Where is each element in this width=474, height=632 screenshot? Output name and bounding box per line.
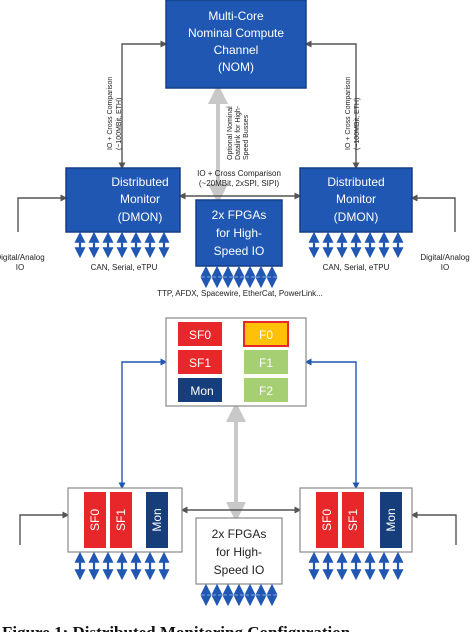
chip-sf0-right-label: SF0 <box>320 509 334 531</box>
right-digital-io-link <box>410 194 456 232</box>
top-fpga-io-arrows <box>200 265 278 289</box>
bottom-center-to-right-link <box>304 358 360 490</box>
nom-to-right-dmon-link <box>304 40 360 170</box>
chip-f1-center-label: F1 <box>259 356 273 370</box>
left-digital-io-label-line1: Digital/Analog <box>0 253 45 262</box>
chip-sf0-left-label: SF0 <box>88 509 102 531</box>
nom-line4: (NOM) <box>218 60 254 74</box>
bottom-fpga-line3: Speed IO <box>214 563 265 577</box>
left-dmon-line2: Monitor <box>120 192 160 206</box>
nom-line1: Multi-Core <box>208 9 264 23</box>
datalink-label-line2: Datalink for High- <box>235 105 242 160</box>
top-fpga-line1: 2x FPGAs <box>212 208 267 222</box>
bottom-right-io-link <box>410 511 457 545</box>
nom-line3: Channel <box>214 43 259 57</box>
chip-sf1-right: SF1 <box>342 492 364 548</box>
right-dmon-line1: Distributed <box>327 175 384 189</box>
bottom-center-to-left-link <box>118 358 168 490</box>
left-dmon-line1: Distributed <box>111 175 168 189</box>
right-dmon-io-arrows <box>308 231 404 259</box>
chip-mon-left: Mon <box>146 492 168 548</box>
bottom-fpga-line1: 2x FPGAs <box>212 527 267 541</box>
mid-link-label-line1: IO + Cross Comparison <box>197 169 281 178</box>
chip-sf1-center: SF1 <box>178 350 222 374</box>
chip-sf1-center-label: SF1 <box>189 356 211 370</box>
chip-mon-center: Mon <box>178 378 222 402</box>
left-link-label-line1: IO + Cross Comparison <box>107 77 114 150</box>
right-dmon-line2: Monitor <box>336 192 376 206</box>
bottom-center-box: SF0 F0 SF1 F1 Mon F2 <box>165 317 307 407</box>
nom-to-left-dmon-link <box>118 40 168 170</box>
right-digital-io-label-line1: Digital/Analog <box>420 253 469 262</box>
fpga-bus-label: TTP, AFDX, Spacewire, EtherCat, PowerLin… <box>157 289 323 298</box>
chip-f2-center-label: F2 <box>259 384 273 398</box>
chip-sf0-center: SF0 <box>178 322 222 346</box>
chip-mon-right-label: Mon <box>384 508 398 531</box>
chip-f0-center: F0 <box>243 321 289 347</box>
chip-f1-center: F1 <box>244 350 288 374</box>
bottom-fpga-box: 2x FPGAs for High- Speed IO <box>195 517 283 585</box>
bottom-fpga-line2: for High- <box>216 545 262 559</box>
right-dmon-box: Distributed Monitor (DMON) <box>299 167 413 233</box>
datalink-label-line3: Speed Busses <box>243 114 250 160</box>
bottom-right-io-arrows <box>308 551 404 581</box>
left-dmon-line3: (DMON) <box>118 210 163 224</box>
right-link-label-line1: IO + Cross Comparison <box>345 77 352 150</box>
chip-sf1-right-label: SF1 <box>346 509 360 531</box>
chip-sf1-left-label: SF1 <box>114 509 128 531</box>
top-fpga-line2: for High- <box>216 226 262 240</box>
left-digital-io-link <box>17 194 68 232</box>
figure-caption: Figure 1: Distributed Monitoring Configu… <box>2 623 351 632</box>
bottom-left-io-link <box>19 511 70 545</box>
chip-sf1-left: SF1 <box>110 492 132 548</box>
datalink-label-line1: Optional Nominal <box>227 106 234 160</box>
chip-f0-center-label: F0 <box>259 328 273 342</box>
chip-mon-right: Mon <box>380 492 402 548</box>
right-dmon-line3: (DMON) <box>334 210 379 224</box>
top-fpga-line3: Speed IO <box>214 244 265 258</box>
right-digital-io-label-line2: IO <box>441 263 449 272</box>
bottom-diagram: SF0 F0 SF1 F1 Mon F2 <box>19 317 457 607</box>
datalink-label: Optional Nominal Datalink for High- Spee… <box>227 105 250 160</box>
right-link-label: IO + Cross Comparison (~100MBit, ETH) <box>345 77 361 150</box>
bottom-left-io-arrows <box>74 551 170 581</box>
left-digital-io-label-line2: IO <box>16 263 24 272</box>
left-can-label: CAN, Serial, eTPU <box>91 263 158 272</box>
top-diagram: Multi-Core Nominal Compute Channel (NOM)… <box>0 0 470 298</box>
left-dmon-box: Distributed Monitor (DMON) <box>65 167 181 233</box>
bottom-left-box: SF0 SF1 Mon <box>67 487 183 553</box>
left-link-label: IO + Cross Comparison (~100MBit, ETH) <box>107 77 123 150</box>
left-dmon-io-arrows <box>74 231 170 259</box>
bottom-connections <box>19 358 457 545</box>
chip-f2-center: F2 <box>244 378 288 402</box>
bottom-right-box: SF0 SF1 Mon <box>299 487 413 553</box>
chip-mon-left-label: Mon <box>150 508 164 531</box>
chip-sf0-center-label: SF0 <box>189 328 211 342</box>
mid-link-label-line2: (~20MBit, 2xSPI, SIPI) <box>199 179 280 188</box>
nom-line2: Nominal Compute <box>188 26 284 40</box>
chip-sf0-right: SF0 <box>316 492 338 548</box>
nom-box: Multi-Core Nominal Compute Channel (NOM) <box>165 0 307 89</box>
right-link-label-line2: (~100MBit, ETH) <box>354 98 361 150</box>
bottom-fpga-io-arrows <box>200 583 278 607</box>
left-link-label-line2: (~100MBit, ETH) <box>116 98 123 150</box>
top-connections <box>17 40 456 232</box>
right-can-label: CAN, Serial, eTPU <box>323 263 390 272</box>
chip-mon-center-label: Mon <box>190 384 213 398</box>
chip-sf0-left: SF0 <box>84 492 106 548</box>
top-fpga-box: 2x FPGAs for High- Speed IO <box>195 199 283 267</box>
